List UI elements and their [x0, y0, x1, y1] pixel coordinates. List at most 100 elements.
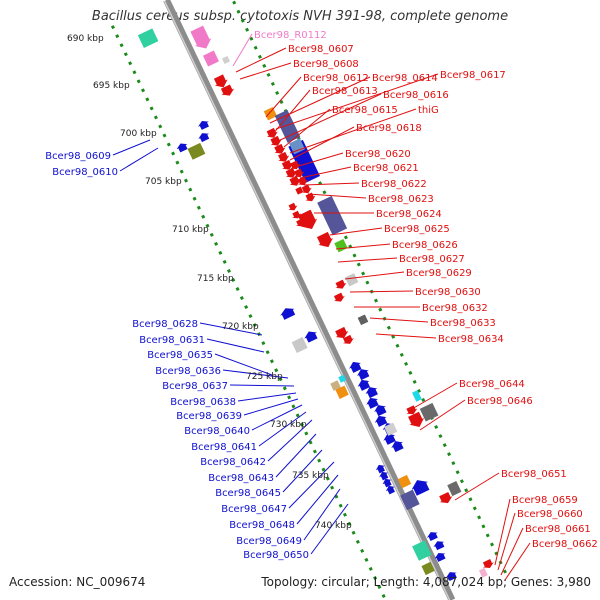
leader-line: [283, 108, 331, 148]
gene-features: [137, 25, 494, 582]
leader-line: [500, 527, 524, 576]
gene-label: Bcer98_0612: [303, 73, 369, 84]
feature-blue: [280, 308, 296, 320]
feature-gray: [291, 337, 308, 354]
gene-label: Bcer98_0638: [170, 397, 236, 408]
gene-label: Bcer98_0632: [422, 303, 488, 314]
scale-line-left: [110, 25, 388, 600]
feature-blue: [357, 379, 371, 391]
gene-label: Bcer98_0608: [293, 59, 359, 70]
feature-gray: [222, 55, 231, 64]
feature-red: [297, 176, 308, 186]
gene-label: Bcer98_0622: [361, 179, 427, 190]
gene-label: Bcer98_0643: [208, 473, 274, 484]
gene-label: Bcer98_0639: [176, 411, 242, 422]
feature-blue: [434, 552, 446, 562]
leader-line: [411, 382, 458, 410]
feature-blue: [289, 138, 306, 155]
leader-line: [251, 404, 303, 431]
feature-red: [270, 135, 282, 146]
gene-label: Bcer98_0621: [353, 163, 419, 174]
feature-blue: [379, 471, 389, 481]
feature-blue: [374, 415, 388, 427]
feature-olive: [187, 142, 206, 160]
feature-red: [290, 160, 301, 170]
gene-label: Bcer98_0636: [155, 366, 221, 377]
gene-label: Bcer98_0650: [243, 550, 309, 561]
kbp-tick-label: 705 kbp: [145, 177, 182, 187]
feature-red: [266, 127, 278, 138]
feature-cyan: [412, 390, 422, 402]
leader-line: [337, 257, 398, 263]
feature-red: [278, 151, 290, 162]
gene-label: Bcer98_0629: [406, 268, 472, 279]
feature-blue: [304, 331, 318, 343]
feature-blue: [365, 387, 378, 399]
feature-cyan: [338, 374, 347, 383]
feature-red: [220, 84, 235, 96]
leader-line: [344, 271, 405, 280]
feature-red: [482, 559, 494, 568]
feature-red: [295, 186, 304, 195]
leader-line: [214, 353, 273, 376]
leader-line: [454, 472, 500, 501]
feature-blue: [385, 485, 395, 495]
leader-line: [307, 193, 367, 199]
feature-blue: [349, 361, 362, 373]
feature-red: [335, 279, 347, 289]
leader-line: [289, 108, 417, 154]
kbp-tick-label: 715 kbp: [197, 274, 234, 284]
leader-line: [112, 139, 151, 156]
leader-line: [375, 333, 437, 339]
kbp-tick-label: 695 kbp: [93, 81, 130, 91]
gene-label: Bcer98_0651: [501, 469, 567, 480]
gene-label: Bcer98_0615: [332, 105, 398, 116]
gene-label: Bcer98_0649: [236, 536, 302, 547]
feature-blue: [426, 532, 438, 542]
feature-red: [288, 202, 298, 211]
feature-pink: [478, 567, 488, 578]
feature-red: [289, 175, 301, 186]
gene-label: Bcer98_R0112: [254, 30, 327, 41]
kbp-tick-label: 720 kbp: [222, 322, 259, 332]
feature-red: [296, 218, 306, 227]
leader-line: [497, 512, 516, 571]
feature-blue: [198, 133, 210, 143]
gene-label: Bcer98_0642: [200, 457, 266, 468]
leader-line: [237, 392, 297, 402]
feature-gray: [384, 422, 398, 436]
gene-label: Bcer98_0627: [399, 254, 465, 265]
feature-red: [294, 168, 305, 178]
gene-label: thiG: [418, 105, 439, 116]
feature-blue: [366, 397, 379, 409]
feature-blue: [391, 441, 404, 453]
gene-label: Bcer98_0616: [383, 90, 449, 101]
gene-label: Bcer98_0647: [221, 504, 287, 515]
gene-label: Bcer98_0607: [288, 44, 354, 55]
gene-label: Bcer98_0617: [440, 70, 506, 81]
leader-line: [419, 399, 466, 431]
gene-label: Bcer98_0659: [512, 495, 578, 506]
genome-backbone-highlight: [163, 0, 451, 600]
gene-label: Bcer98_0637: [162, 381, 228, 392]
gene-label: Bcer98_0634: [438, 334, 504, 345]
leader-line: [303, 182, 360, 186]
leader-line: [288, 461, 335, 509]
feature-purple: [400, 489, 420, 511]
leader-line: [310, 503, 349, 555]
gene-label: Bcer98_0641: [191, 442, 257, 453]
leader-line: [277, 93, 382, 142]
feature-blue: [433, 541, 445, 551]
feature-red: [333, 292, 345, 302]
feature-darkgray: [447, 480, 462, 497]
feature-darkgray: [357, 314, 369, 326]
gene-label: Bcer98_0660: [517, 509, 583, 520]
feature-blue: [176, 143, 188, 153]
feature-blue: [357, 369, 370, 381]
gene-label: Bcer98_0626: [392, 240, 458, 251]
feature-red: [408, 411, 425, 427]
gene-label: Bcer98_0646: [467, 396, 533, 407]
kbp-tick-label: 740 kbp: [315, 521, 352, 531]
feature-red: [281, 159, 294, 170]
